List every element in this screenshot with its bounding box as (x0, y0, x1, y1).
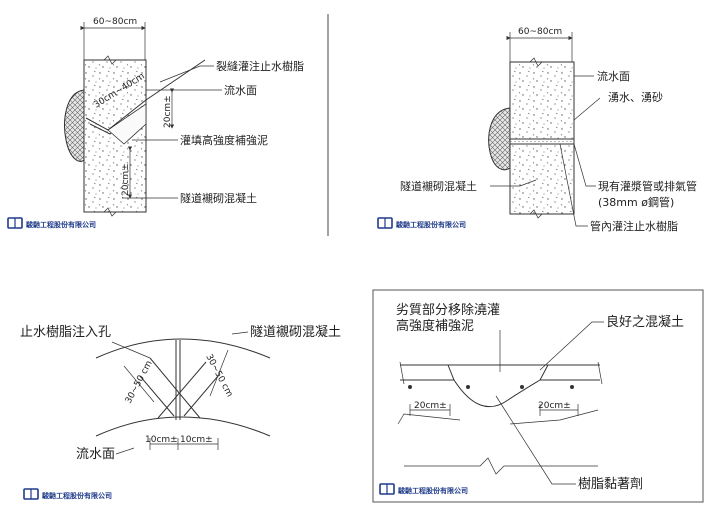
panel-crack-injection: 60~80cm 20cm± 20cm± 30cm~40cm 裂縫灌注止水樹脂 流… (7, 17, 304, 229)
label-fill-mortar: 灌填高強度補強泥 (180, 133, 268, 147)
panel-pipe-injection: 60~80cm 流水面 湧水、湧砂 隧道襯砌混凝土 現有灌漿管或排氣管 (38m… (377, 27, 697, 233)
label-flow-surface: 流水面 (224, 83, 257, 97)
arch-inner (95, 416, 271, 437)
label-injection-hole: 止水樹脂注入孔 (20, 325, 111, 340)
arch-outer (95, 338, 271, 359)
dim-v1: 20cm± (163, 95, 173, 128)
company-name: 駿馳工程股份有限公司 (398, 486, 468, 495)
company-name: 駿馳工程股份有限公司 (26, 220, 96, 229)
eroded-area (488, 107, 511, 171)
label-flow-surface: 流水面 (597, 69, 630, 83)
label-lining: 隧道襯砌混凝土 (180, 191, 257, 205)
dim-left: 30~50 cm (124, 359, 155, 405)
injection-hole-4 (183, 375, 219, 417)
break-line-bottom (84, 207, 146, 217)
label-pipe: 現有灌漿管或排氣管 (598, 179, 697, 193)
panel-injection-holes: 30~50 cm 30~50 cm 10cm± 10cm± 止水樹脂注入孔 隧道… (20, 324, 341, 500)
label-pipe-resin: 管內灌注止水樹脂 (590, 219, 678, 233)
dim-v2: 20cm± (121, 163, 131, 196)
company-name: 駿馳工程股份有限公司 (396, 220, 466, 229)
injection-hole-1 (149, 357, 201, 419)
label-pipe-spec: (38mm ø鋼管) (598, 195, 674, 209)
dim-left: 20cm± (414, 401, 447, 411)
break-line-bottom (404, 457, 598, 475)
lining-concrete (509, 61, 575, 215)
label-adhesive: 樹脂黏著劑 (578, 476, 643, 492)
injection-hole-3 (139, 375, 175, 417)
injection-hole-2 (157, 361, 207, 419)
eroded-area (64, 89, 85, 162)
label-good-concrete: 良好之混凝土 (606, 314, 684, 330)
rebar-dot (520, 385, 524, 389)
label-water-sand: 湧水、湧砂 (608, 91, 663, 104)
label-remove-line1: 劣質部分移除澆灌 (396, 303, 500, 318)
dim-bottom-2: 10cm± (180, 435, 213, 445)
label-flow-surface: 流水面 (76, 447, 115, 462)
rebar-dot (570, 385, 574, 389)
company-name: 駿馳工程股份有限公司 (42, 491, 112, 500)
label-remove-line2: 高強度補強泥 (396, 318, 474, 334)
label-lining: 隧道襯砌混凝土 (250, 324, 341, 340)
panel-poor-concrete-removal: 20cm± 20cm± 劣質部分移除澆灌 高強度補強泥 良好之混凝土 樹脂黏著劑… (372, 289, 704, 503)
injection-line (85, 59, 206, 131)
rebar-dot (408, 385, 412, 389)
label-crack-resin: 裂縫灌注止水樹脂 (216, 59, 304, 73)
removed-cavity (447, 364, 549, 408)
label-lining: 隧道襯砌混凝土 (400, 179, 477, 193)
width-dim-label: 60~80cm (518, 27, 562, 37)
rebar-dot (466, 385, 470, 389)
dim-bottom-1: 10cm± (145, 435, 178, 445)
panel-frame (372, 289, 704, 503)
fill-area (107, 103, 147, 145)
width-dim-label: 60~80cm (93, 17, 137, 27)
dim-right: 30~50 cm (203, 353, 234, 399)
break-line-top (84, 55, 146, 65)
dim-right: 20cm± (538, 401, 571, 411)
